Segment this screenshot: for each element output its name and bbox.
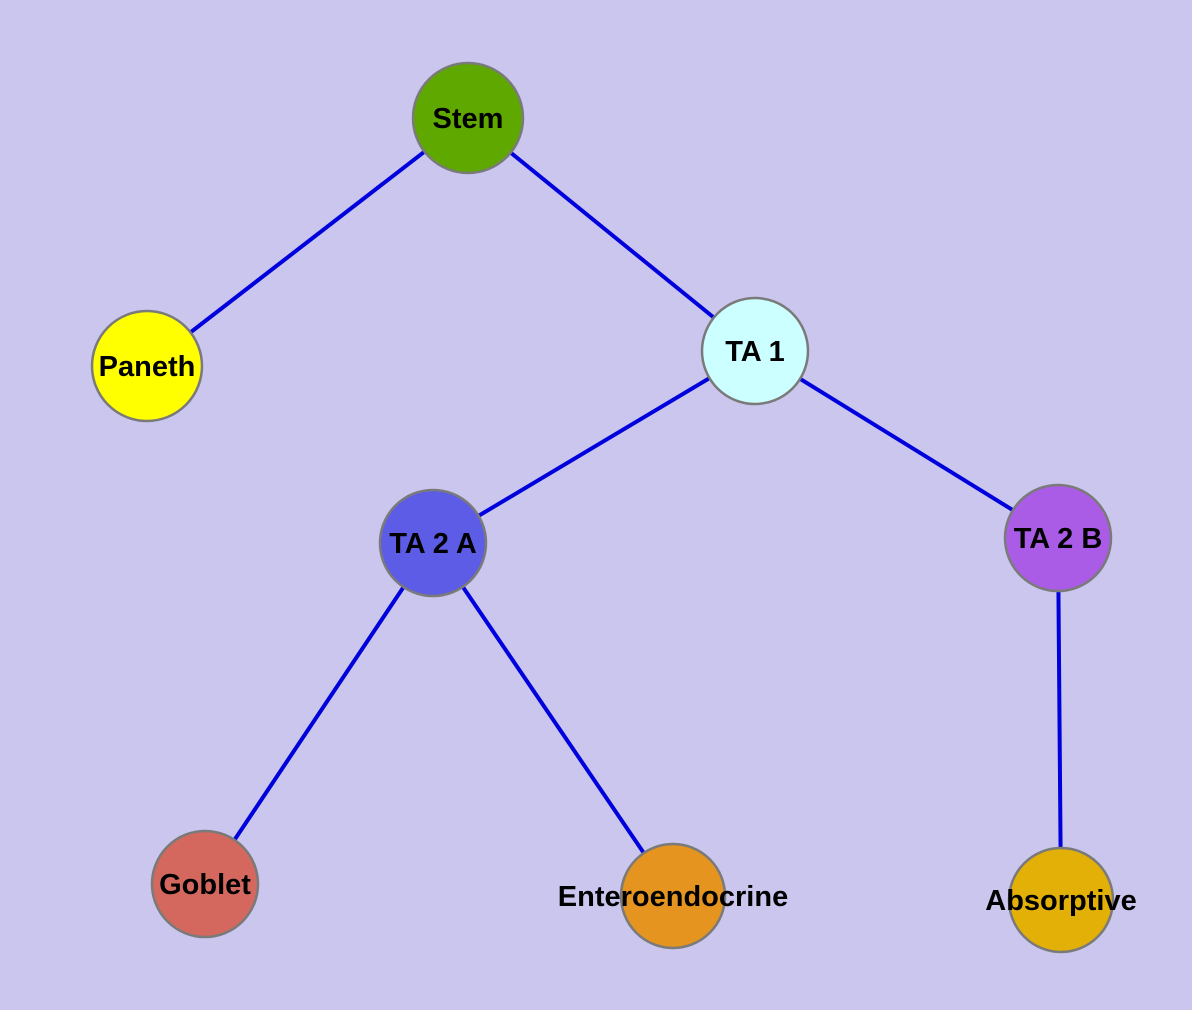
- edge-stem-ta1: [466, 116, 757, 353]
- node-ta2a[interactable]: TA 2 A: [378, 488, 488, 598]
- node-stem[interactable]: Stem: [411, 61, 525, 175]
- edge-ta1-ta2a: [431, 349, 757, 545]
- node-paneth[interactable]: Paneth: [90, 309, 204, 423]
- edge-ta2a-enteroendocrine: [431, 541, 675, 898]
- node-circle-ta2b[interactable]: [1003, 483, 1113, 593]
- edges-layer: [145, 116, 1063, 901]
- edge-ta2b-absorptive: [1056, 537, 1063, 901]
- edge-ta1-ta2b: [753, 349, 1060, 540]
- node-circle-ta1[interactable]: [700, 296, 810, 406]
- node-ta1[interactable]: TA 1: [700, 296, 810, 406]
- node-circle-enteroendocrine[interactable]: [619, 842, 727, 950]
- node-absorptive[interactable]: Absorptive: [985, 846, 1137, 954]
- node-goblet[interactable]: Goblet: [150, 829, 260, 939]
- node-circle-absorptive[interactable]: [1007, 846, 1115, 954]
- node-circle-stem[interactable]: [411, 61, 525, 175]
- edge-ta2a-goblet: [203, 541, 435, 886]
- node-ta2b[interactable]: TA 2 B: [1003, 483, 1113, 593]
- edge-stem-paneth: [145, 116, 470, 368]
- node-enteroendocrine[interactable]: Enteroendocrine: [558, 842, 788, 950]
- node-circle-paneth[interactable]: [90, 309, 204, 423]
- node-circle-goblet[interactable]: [150, 829, 260, 939]
- node-circle-ta2a[interactable]: [378, 488, 488, 598]
